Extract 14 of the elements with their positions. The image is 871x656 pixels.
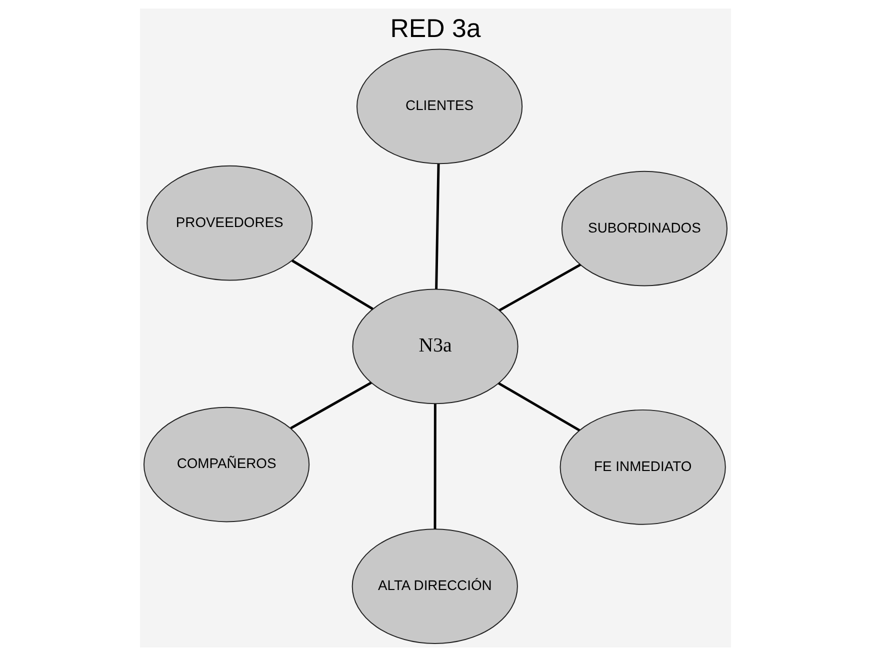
- node-ellipse: ALTA DIRECCIÓN: [352, 528, 518, 644]
- node-ellipse: COMPAÑEROS: [143, 406, 310, 522]
- connector: [435, 164, 440, 289]
- connector: [290, 382, 372, 430]
- connector: [292, 260, 374, 310]
- node-ellipse: CLIENTES: [356, 48, 523, 164]
- node-ellipse: SUBORDINADOS: [561, 170, 728, 286]
- node-ellipse: N3a: [352, 288, 518, 404]
- connector: [498, 264, 582, 312]
- node-ellipse: FE INMEDIATO: [560, 409, 726, 525]
- diagram-title: RED 3a: [390, 15, 481, 44]
- connector: [434, 404, 436, 529]
- connector: [498, 382, 580, 432]
- node-ellipse: PROVEEDORES: [146, 165, 313, 281]
